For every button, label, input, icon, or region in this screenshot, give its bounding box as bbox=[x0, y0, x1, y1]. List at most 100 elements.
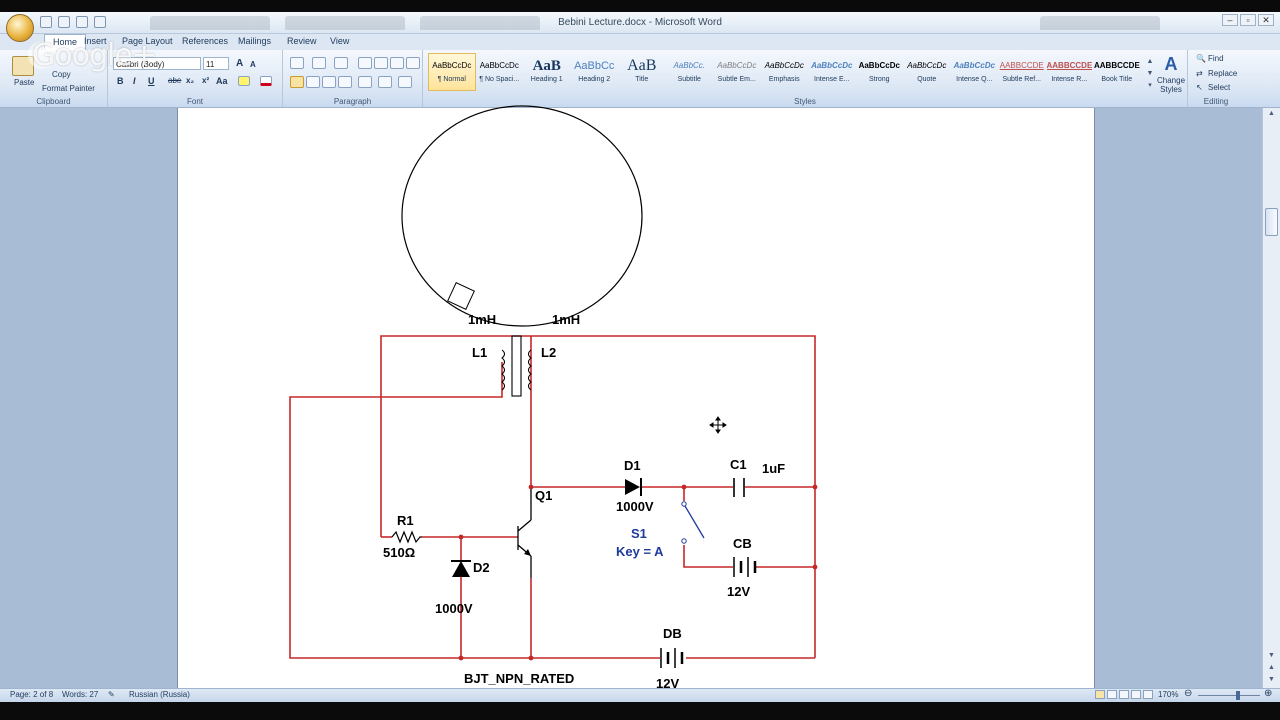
zoom-out-button[interactable]: ⊖ bbox=[1184, 688, 1193, 699]
change-styles-icon[interactable]: A bbox=[1164, 54, 1178, 74]
wire-switch-cb bbox=[683, 545, 733, 568]
style-sample: AaB bbox=[627, 57, 657, 74]
language-indicator[interactable]: Russian (Russia) bbox=[129, 690, 190, 699]
zoom-slider-thumb[interactable] bbox=[1236, 691, 1240, 700]
blurred-browser-tab bbox=[150, 16, 270, 30]
find-button[interactable]: Find bbox=[1208, 54, 1224, 63]
style-subtle-reference[interactable]: AABBCCDE Subtle Ref... bbox=[998, 53, 1046, 91]
previous-page-icon[interactable]: ▲ bbox=[1268, 664, 1275, 671]
tab-page-layout[interactable]: Page Layout bbox=[122, 36, 173, 46]
shading-icon[interactable] bbox=[378, 76, 392, 88]
style-title[interactable]: AaB Title bbox=[618, 53, 666, 91]
style-heading-1[interactable]: AaB Heading 1 bbox=[523, 53, 571, 91]
style-intense-quote[interactable]: AaBbCcDc Intense Q... bbox=[951, 53, 999, 91]
proofing-icon[interactable]: ✎ bbox=[108, 690, 115, 699]
scroll-up-arrow[interactable]: ▲ bbox=[1268, 110, 1275, 117]
numbering-icon[interactable] bbox=[312, 57, 326, 69]
font-size-box[interactable]: 11 bbox=[203, 57, 229, 70]
zoom-level[interactable]: 170% bbox=[1158, 690, 1179, 699]
bold-button[interactable]: B bbox=[117, 76, 124, 86]
replace-icon: ⇄ bbox=[1196, 69, 1203, 78]
style-subtitle[interactable]: AaBbCc. Subtitle bbox=[666, 53, 714, 91]
style-intense-reference[interactable]: AABBCCDE Intense R... bbox=[1046, 53, 1094, 91]
switch-s1-blade bbox=[684, 505, 705, 539]
diode-d1-symbol bbox=[625, 479, 640, 495]
bullets-icon[interactable] bbox=[290, 57, 304, 69]
office-button[interactable] bbox=[6, 14, 34, 42]
print-layout-button[interactable] bbox=[1095, 690, 1105, 699]
window-controls: – ▫ ✕ bbox=[1222, 14, 1274, 26]
draft-button[interactable] bbox=[1143, 690, 1153, 699]
transformer-core bbox=[511, 335, 522, 397]
line-spacing-icon[interactable] bbox=[358, 76, 372, 88]
format-painter-button[interactable]: Format Painter bbox=[42, 84, 95, 93]
quick-access-toolbar bbox=[40, 16, 106, 28]
style-book-title[interactable]: AABBCCDE Book Title bbox=[1093, 53, 1141, 91]
style-intense-emphasis[interactable]: AaBbCcDc Intense E... bbox=[808, 53, 856, 91]
justify-icon[interactable] bbox=[338, 76, 352, 88]
increase-indent-icon[interactable] bbox=[374, 57, 388, 69]
align-center-icon[interactable] bbox=[306, 76, 320, 88]
paste-label[interactable]: Paste bbox=[14, 78, 35, 87]
styles-gallery: AaBbCcDc ¶ Normal AaBbCcDc ¶ No Spaci...… bbox=[428, 53, 1141, 91]
zoom-in-button[interactable]: ⊕ bbox=[1264, 688, 1273, 699]
strikethrough-button[interactable]: abe bbox=[168, 76, 182, 85]
tab-insert[interactable]: Insert bbox=[84, 36, 107, 46]
customize-qat-icon[interactable] bbox=[94, 16, 106, 28]
close-button[interactable]: ✕ bbox=[1258, 14, 1274, 26]
save-icon[interactable] bbox=[40, 16, 52, 28]
word-count[interactable]: Words: 27 bbox=[62, 690, 99, 699]
italic-button[interactable]: I bbox=[133, 76, 136, 86]
minimize-button[interactable]: – bbox=[1222, 14, 1238, 26]
tab-references[interactable]: References bbox=[182, 36, 229, 46]
tab-view[interactable]: View bbox=[330, 36, 350, 46]
borders-icon[interactable] bbox=[398, 76, 412, 88]
vertical-scrollbar[interactable]: ▲ ▼ ▲ ▼ bbox=[1262, 108, 1280, 688]
style-subtle-emphasis[interactable]: AaBbCcDc Subtle Em... bbox=[713, 53, 761, 91]
document-page[interactable] bbox=[177, 108, 1095, 688]
multilevel-list-icon[interactable] bbox=[334, 57, 348, 69]
highlight-icon[interactable] bbox=[238, 76, 250, 86]
label-cb-value: 12V bbox=[727, 584, 750, 599]
grow-font-button[interactable]: A bbox=[236, 58, 244, 69]
underline-button[interactable]: U bbox=[148, 76, 155, 86]
restore-button[interactable]: ▫ bbox=[1240, 14, 1256, 26]
full-screen-reading-button[interactable] bbox=[1107, 690, 1117, 699]
sort-icon[interactable] bbox=[390, 57, 404, 69]
font-color-icon[interactable] bbox=[260, 76, 272, 86]
scroll-thumb[interactable] bbox=[1265, 208, 1278, 236]
zoom-slider[interactable] bbox=[1198, 695, 1260, 696]
replace-button[interactable]: Replace bbox=[1208, 69, 1238, 78]
redo-icon[interactable] bbox=[76, 16, 88, 28]
style-emphasis[interactable]: AaBbCcDc Emphasis bbox=[761, 53, 809, 91]
web-layout-button[interactable] bbox=[1119, 690, 1129, 699]
decrease-indent-icon[interactable] bbox=[358, 57, 372, 69]
style-quote[interactable]: AaBbCcDc Quote bbox=[903, 53, 951, 91]
font-name-box[interactable]: Calibri (Body) bbox=[113, 57, 201, 70]
select-button[interactable]: Select bbox=[1208, 83, 1231, 92]
style-normal[interactable]: AaBbCcDc ¶ Normal bbox=[428, 53, 476, 91]
undo-icon[interactable] bbox=[58, 16, 70, 28]
subscript-button[interactable]: x₂ bbox=[186, 76, 195, 85]
align-right-icon[interactable] bbox=[322, 76, 336, 88]
copy-button[interactable]: Copy bbox=[52, 70, 71, 79]
scroll-down-arrow[interactable]: ▼ bbox=[1268, 652, 1275, 659]
show-formatting-icon[interactable] bbox=[406, 57, 420, 69]
font-size-value: 11 bbox=[206, 60, 215, 69]
superscript-button[interactable]: x² bbox=[202, 76, 210, 85]
style-strong[interactable]: AaBbCcDc Strong bbox=[856, 53, 904, 91]
style-no-spacing[interactable]: AaBbCcDc ¶ No Spaci... bbox=[476, 53, 524, 91]
next-page-icon[interactable]: ▼ bbox=[1268, 676, 1275, 683]
styles-scroll-arrows[interactable]: ▲▼▾ bbox=[1146, 58, 1154, 89]
style-heading-2[interactable]: AaBbCc Heading 2 bbox=[571, 53, 619, 91]
page-count[interactable]: Page: 2 of 8 bbox=[10, 690, 54, 699]
align-left-icon[interactable] bbox=[290, 76, 304, 88]
change-case-button[interactable]: Aa bbox=[216, 76, 228, 86]
change-styles-button[interactable]: Change Styles bbox=[1157, 76, 1186, 94]
title-bar bbox=[0, 12, 1280, 34]
tab-review[interactable]: Review bbox=[287, 36, 317, 46]
outline-button[interactable] bbox=[1131, 690, 1141, 699]
paragraph-group-label: Paragraph bbox=[333, 97, 372, 106]
tab-mailings[interactable]: Mailings bbox=[238, 36, 272, 46]
shrink-font-button[interactable]: A bbox=[250, 60, 256, 69]
